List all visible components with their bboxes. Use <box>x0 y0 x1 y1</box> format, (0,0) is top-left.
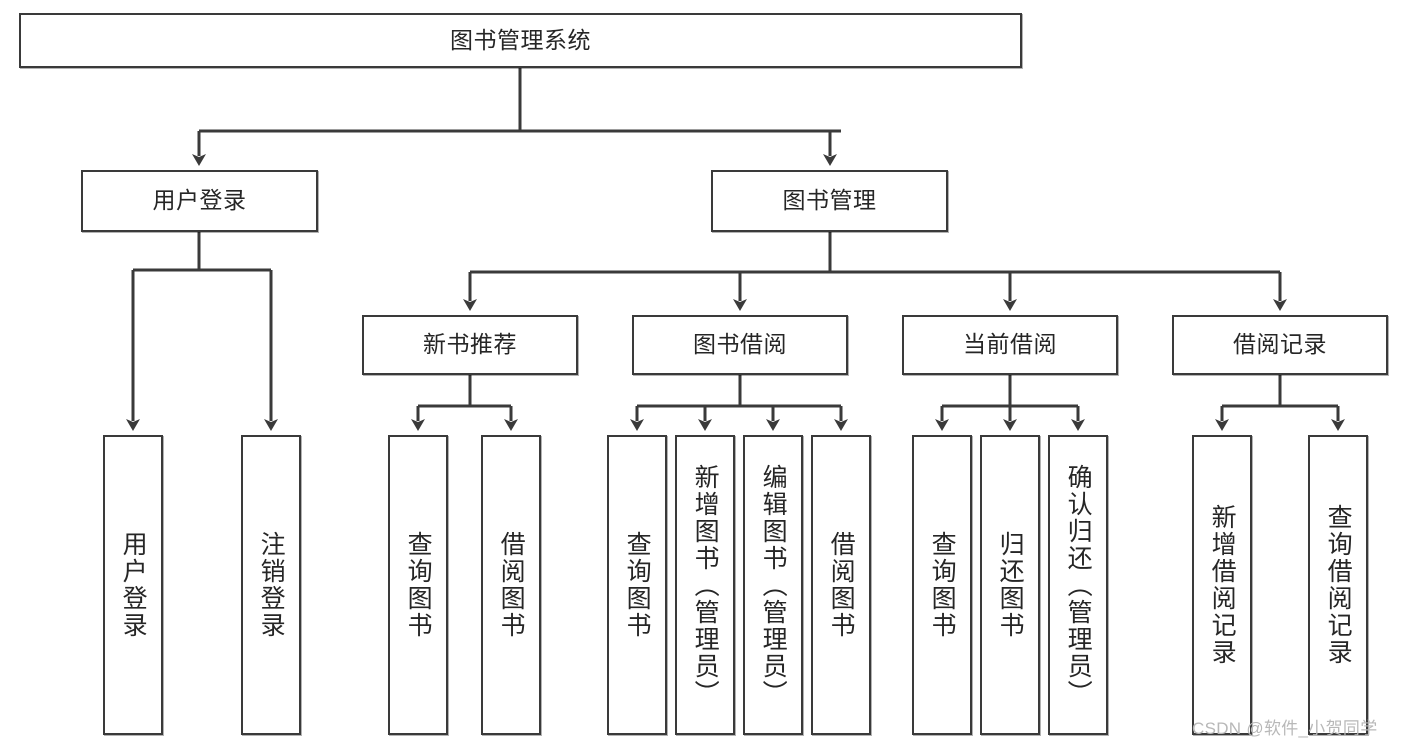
node-leaf-logout-login-label: 注销登录 <box>257 531 286 639</box>
node-book-borrow[interactable]: 图书借阅 <box>632 315 848 375</box>
node-leaf-add-record[interactable]: 新增借阅记录 <box>1192 435 1252 735</box>
node-new-book-recommend-label: 新书推荐 <box>423 331 517 358</box>
node-leaf-return-book[interactable]: 归还图书 <box>980 435 1040 735</box>
node-leaf-query-book-2[interactable]: 查询图书 <box>607 435 667 735</box>
node-leaf-add-book-label: 新增图书（管理员） <box>691 463 720 707</box>
node-leaf-borrow-book-1-label: 借阅图书 <box>497 531 526 639</box>
node-new-book-recommend[interactable]: 新书推荐 <box>362 315 578 375</box>
node-leaf-user-login[interactable]: 用户登录 <box>103 435 163 735</box>
node-leaf-query-book-3-label: 查询图书 <box>928 531 957 639</box>
node-book-manage[interactable]: 图书管理 <box>711 170 948 232</box>
node-leaf-query-record[interactable]: 查询借阅记录 <box>1308 435 1368 735</box>
node-user-login-label: 用户登录 <box>152 187 247 214</box>
node-leaf-query-book-3[interactable]: 查询图书 <box>912 435 972 735</box>
node-leaf-query-book-2-label: 查询图书 <box>623 531 652 639</box>
node-book-manage-label: 图书管理 <box>782 187 877 214</box>
node-leaf-borrow-book-2[interactable]: 借阅图书 <box>811 435 871 735</box>
node-leaf-query-book-1-label: 查询图书 <box>404 531 433 639</box>
node-current-borrow-label: 当前借阅 <box>963 331 1057 358</box>
node-root-label: 图书管理系统 <box>450 26 591 53</box>
node-user-login[interactable]: 用户登录 <box>81 170 318 232</box>
node-leaf-edit-book[interactable]: 编辑图书（管理员） <box>743 435 803 735</box>
csdn-watermark: CSDN @软件_小贺同学 <box>1192 719 1378 738</box>
node-book-borrow-label: 图书借阅 <box>693 331 787 358</box>
node-borrow-record-label: 借阅记录 <box>1233 331 1327 358</box>
node-leaf-add-book[interactable]: 新增图书（管理员） <box>675 435 735 735</box>
node-root[interactable]: 图书管理系统 <box>19 13 1022 68</box>
node-leaf-borrow-book-1[interactable]: 借阅图书 <box>481 435 541 735</box>
node-leaf-return-book-label: 归还图书 <box>996 531 1025 639</box>
node-leaf-confirm-return[interactable]: 确认归还（管理员） <box>1048 435 1108 735</box>
node-leaf-add-record-label: 新增借阅记录 <box>1208 504 1237 666</box>
node-leaf-query-book-1[interactable]: 查询图书 <box>388 435 448 735</box>
node-borrow-record[interactable]: 借阅记录 <box>1172 315 1388 375</box>
node-leaf-borrow-book-2-label: 借阅图书 <box>827 531 856 639</box>
node-leaf-logout-login[interactable]: 注销登录 <box>241 435 301 735</box>
node-leaf-user-login-label: 用户登录 <box>119 531 148 639</box>
node-leaf-query-record-label: 查询借阅记录 <box>1324 504 1353 666</box>
node-leaf-confirm-return-label: 确认归还（管理员） <box>1064 463 1093 707</box>
node-leaf-edit-book-label: 编辑图书（管理员） <box>759 463 788 707</box>
node-current-borrow[interactable]: 当前借阅 <box>902 315 1118 375</box>
